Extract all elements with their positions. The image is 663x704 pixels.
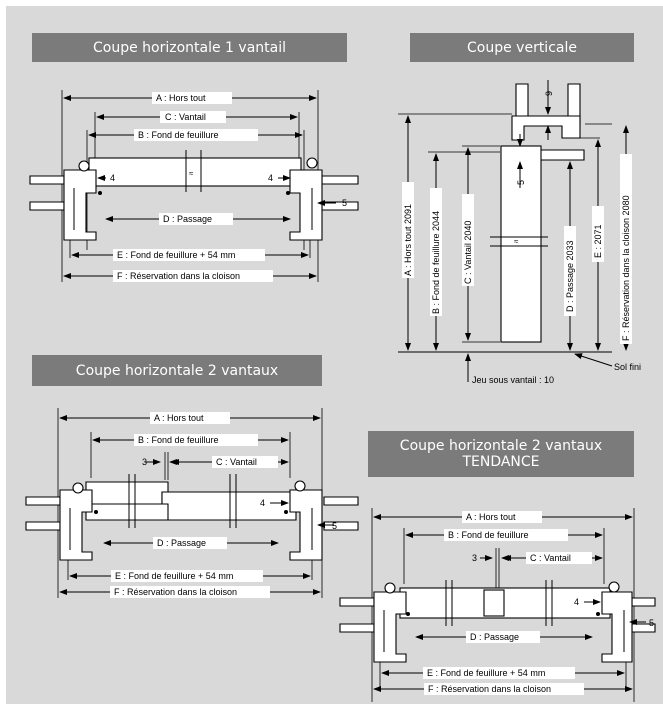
dim-h2-c: C : Vantail (216, 457, 257, 467)
label-sol-fini: Sol fini (614, 362, 641, 372)
dim-h2t-4: 4 (574, 597, 579, 607)
dim-h2-3: 3 (142, 457, 147, 467)
dim-h1-4-left: 4 (110, 173, 115, 183)
dim-v-e: E : 2071 (593, 224, 603, 258)
dim-h2t-b: B : Fond de feuillure (448, 530, 529, 540)
dim-v-c: C : Vantail 2040 (463, 221, 473, 284)
dim-v-d: D : Passage 2033 (565, 240, 575, 312)
title-banner-h2: Coupe horizontale 2 vantaux (32, 355, 322, 386)
dim-h2t-e: E : Fond de feuillure + 54 mm (427, 668, 545, 678)
dim-v-5: 5 (516, 180, 526, 185)
svg-text:≈: ≈ (514, 237, 519, 246)
svg-text:≈: ≈ (189, 169, 194, 178)
dim-h2-d: D : Passage (157, 538, 206, 548)
title-banner-h1: Coupe horizontale 1 vantail (32, 33, 347, 62)
dim-h1-4-right: 4 (268, 173, 273, 183)
dim-h2t-5: 5 (649, 618, 654, 628)
dim-h1-5: 5 (342, 198, 347, 208)
dim-h2t-c: C : Vantail (530, 553, 571, 563)
dim-h2t-3: 3 (472, 553, 477, 563)
dim-v-a: A : Hors tout 2091 (403, 204, 413, 276)
dim-h1-f: F : Réservation dans la cloison (117, 271, 240, 281)
dim-h2-e: E : Fond de feuillure + 54 mm (115, 571, 233, 581)
dim-h2t-a: A : Hors tout (466, 512, 516, 522)
dim-h2-a: A : Hors tout (154, 413, 204, 423)
dim-h2-f: F : Réservation dans la cloison (114, 587, 237, 597)
dim-h1-d: D : Passage (163, 214, 212, 224)
dim-h2-5: 5 (332, 521, 337, 531)
section-h2-tendance: A : Hors tout B : Fond de feuillure 3 C … (339, 508, 656, 702)
dim-h1-c: C : Vantail (165, 112, 206, 122)
section-h1: A : Hors tout C : Vantail B : Fond de fe… (29, 90, 359, 282)
title-banner-h2-tendance: Coupe horizontale 2 vantaux TENDANCE (368, 431, 634, 477)
dim-h1-a: A : Hors tout (156, 93, 206, 103)
label-jeu: Jeu sous vantail : 10 (472, 375, 554, 385)
dim-v-b: B : Fond de feuillure 2044 (431, 211, 441, 314)
dim-h2t-d: D : Passage (470, 632, 519, 642)
section-vertical: ≈ A : Hors tout 2091 B : Fond de feuillu… (398, 80, 641, 385)
dim-h2-4: 4 (260, 498, 265, 508)
dim-h2t-f: F : Réservation dans la cloison (428, 684, 551, 694)
dim-v-9: 9 (544, 91, 554, 96)
dim-h2-b: B : Fond de feuillure (138, 435, 219, 445)
title-banner-vertical: Coupe verticale (410, 33, 634, 62)
dim-h1-b: B : Fond de feuillure (138, 130, 219, 140)
dim-h1-e: E : Fond de feuillure + 54 mm (117, 250, 235, 260)
dim-v-f: F : Réservation dans la cloison 2080 (621, 195, 631, 341)
section-h2: A : Hors tout B : Fond de feuillure 3 C … (25, 408, 359, 598)
